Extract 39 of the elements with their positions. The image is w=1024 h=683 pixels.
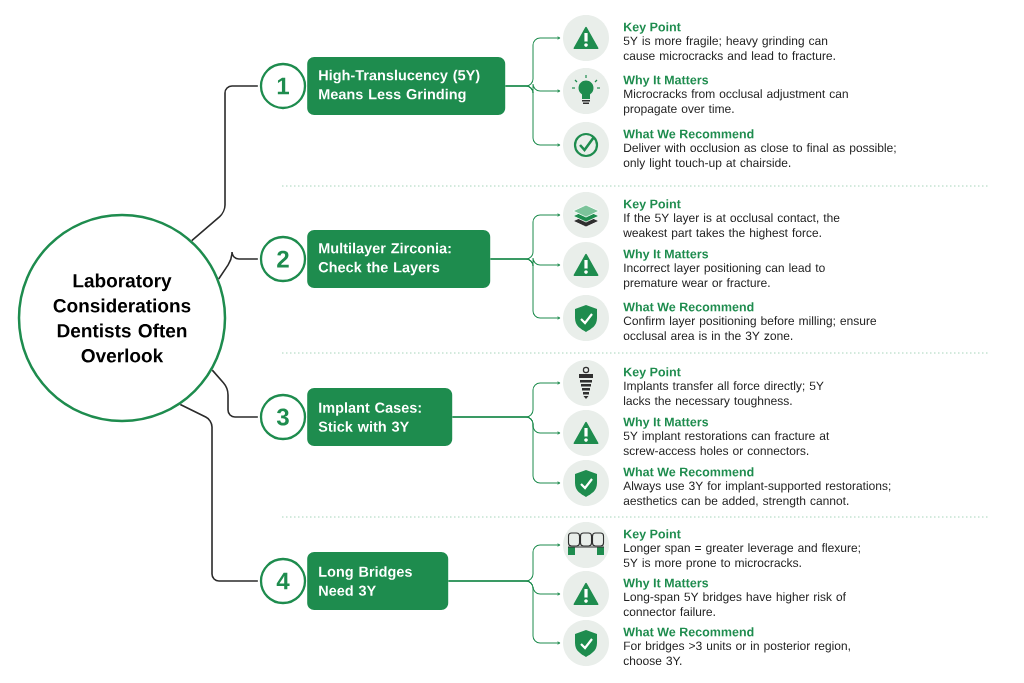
item-heading: What We Recommend: [623, 627, 754, 637]
connector: [447, 580, 561, 645]
item-description: Longer span = greater leverage and flexure; 5Y is more prone to microcracks.: [623, 543, 860, 570]
item-description: Implants transfer all force directly; 5Y lacks the necessary toughness.: [624, 381, 824, 408]
item-heading: Key Point: [624, 529, 681, 541]
item-description: Incorrect layer positioning can lead to premature wear or fracture.: [624, 263, 825, 290]
connector: [211, 369, 259, 418]
item-description: Microcracks from occlusal adjustment can propagate over time.: [624, 89, 848, 116]
title-box: High-Translucency (5Y) Means Less Grinding: [307, 57, 506, 115]
title-box: Multilayer Zirconia: Check the Layers: [307, 230, 491, 288]
item-heading: What We Recommend: [623, 129, 754, 139]
icon-circle: [563, 360, 609, 406]
connector: [190, 85, 259, 242]
item-heading: Why It Matters: [623, 417, 709, 429]
item-heading: Why It Matters: [623, 75, 709, 87]
icon-circle: [563, 122, 609, 168]
item-heading: Key Point: [624, 367, 681, 379]
connector: [179, 403, 259, 582]
connector: [489, 258, 561, 320]
item-description: 5Y implant restorations can fracture at screw-access holes or connectors.: [623, 431, 830, 455]
item-description: For bridges >3 units or in posterior region, choose 3Y.: [623, 641, 850, 665]
item-description: Long-span 5Y bridges have higher risk of connector failure.: [623, 592, 846, 616]
item-description: Confirm layer positioning before milling; ensure occlusal area is in the 3Y zone.: [623, 316, 877, 340]
title-box: Implant Cases: Stick with 3Y: [307, 388, 453, 446]
item-description: 5Y is more fragile; heavy grinding can cause microcracks and lead to fracture.: [623, 36, 835, 60]
item-heading: Key Point: [624, 199, 681, 211]
icon-circle: [563, 522, 609, 568]
connector: [504, 85, 561, 147]
item-heading: Why It Matters: [623, 578, 709, 590]
item-heading: Why It Matters: [623, 249, 709, 261]
connector: [217, 251, 259, 280]
connector: [451, 416, 561, 485]
item-heading: Key Point: [624, 22, 681, 34]
item-description: Deliver with occlusion as close to final as possible; only light touch-up at chairside.: [623, 143, 896, 170]
item-heading: What We Recommend: [623, 302, 754, 312]
title-box: Long Bridges Need 3Y: [307, 552, 449, 610]
item-description: If the 5Y layer is at occlusal contact, the weakest part takes the highest force.: [623, 213, 840, 240]
item-description: Always use 3Y for implant-supported restorations; aesthetics can be added, strength cannot.: [623, 481, 891, 508]
item-heading: What We Recommend: [623, 467, 754, 477]
